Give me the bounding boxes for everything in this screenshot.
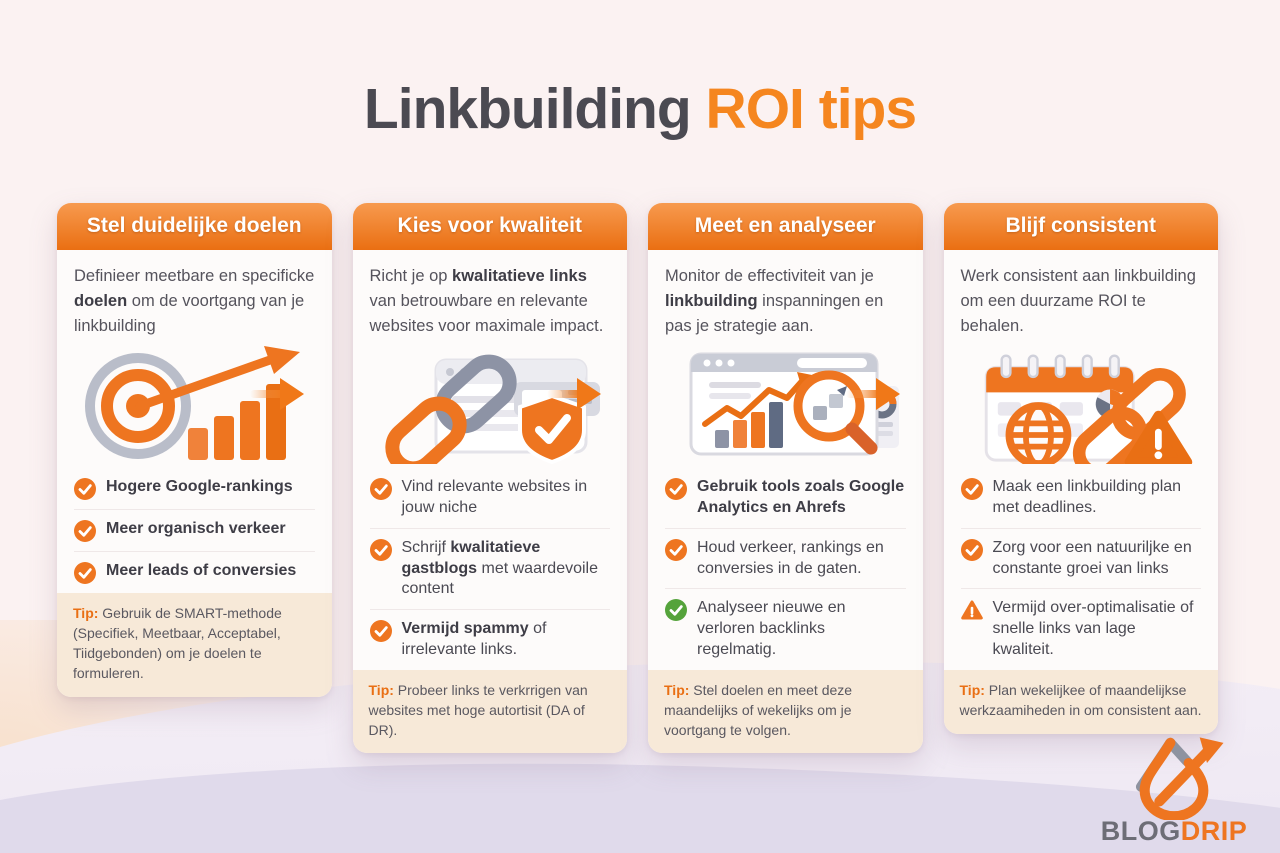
tip-label: Tip: — [368, 681, 394, 698]
checklist-item-text: Houd verkeer, rankings en conversies in … — [697, 538, 884, 577]
checklist-item: Meer organisch verkeer — [74, 509, 315, 551]
checklist-item: Zorg voor een natuuriljke en constante g… — [960, 527, 1201, 589]
checklist: Hogere Google-rankings Meer organisch ve… — [74, 468, 315, 593]
page-title: Linkbuilding ROI tips — [0, 76, 1280, 142]
card-meet-en-analyseer: Meet en analyseer Monitor de effectivite… — [648, 203, 923, 754]
checklist-item-text: Meer organisch verkeer — [106, 520, 286, 538]
analytics-browser-icon — [665, 344, 906, 466]
checklist-item-text: Zorg voor een natuuriljke en constante g… — [992, 538, 1192, 577]
checklist-item-text: Maak een linkbuilding plan met deadlines… — [992, 478, 1182, 517]
checklist-item: Maak een linkbuilding plan met deadlines… — [960, 468, 1202, 528]
flow-arrow-icon — [547, 378, 601, 410]
flow-arrow-icon — [250, 378, 304, 410]
tip-box: Tip: Plan wekelijkee of maandelijkse wer… — [943, 669, 1218, 734]
check-circle-icon — [369, 620, 392, 643]
logo-text-drip: DRIP — [1180, 816, 1248, 846]
card-description: Werk consistent aan linkbuilding om een … — [960, 267, 1196, 335]
checklist-item: Meer leads of conversies — [74, 551, 315, 593]
tip-text: Probeer links te verkrrigen van websites… — [368, 681, 588, 738]
card-body: Richt je op kwalitatieve links van betro… — [353, 250, 628, 670]
card-header: Blijf consistent — [943, 203, 1218, 250]
checklist-item-text: Schrijf kwalitatieve gastblogs met waard… — [401, 538, 599, 598]
card-description: Monitor de effectiviteit van je linkbuil… — [665, 267, 884, 335]
tip-box: Tip: Probeer links te verkrrigen van web… — [352, 669, 627, 754]
checklist-item: Analyseer nieuwe en verloren backlinks r… — [665, 588, 906, 669]
checklist-item: Schrijf kwalitatieve gastblogs met waard… — [369, 527, 610, 609]
blogdrip-logo-icon — [1135, 737, 1224, 820]
card-kies-voor-kwaliteit: Kies voor kwaliteit Richt je op kwalitat… — [352, 203, 628, 754]
check-circle-icon — [369, 478, 392, 501]
checklist-item-text: Vermijd spammy of irrelevante links. — [401, 620, 547, 659]
card-description: Definieer meetbare en specificke doelen … — [74, 267, 315, 335]
checklist-item: Vermijd over-optimalisatie of snelle lin… — [960, 588, 1201, 669]
checklist-item-text: Gebruik tools zoals Google Analytics en … — [697, 478, 905, 517]
check-circle-green-icon — [665, 599, 687, 622]
checklist-item-text: Vermijd over-optimalisatie of snelle lin… — [992, 599, 1194, 659]
blogdrip-logo: BLOGDRIP — [1094, 728, 1254, 847]
card-blijf-consistent: Blijf consistent Werk consistent aan lin… — [943, 203, 1219, 734]
logo-text-blog: BLOG — [1100, 816, 1181, 846]
tip-label: Tip: — [664, 681, 690, 698]
tip-box: Tip: Stel doelen en meet deze maandelijk… — [648, 669, 923, 754]
checklist-item: Vind relevante websites in jouw niche — [369, 468, 611, 528]
tip-text: Plan wekelijkee of maandelijkse werkzaam… — [959, 681, 1202, 718]
checklist-item-text: Analyseer nieuwe en verloren backlinks r… — [697, 599, 846, 659]
checklist-item-text: Hogere Google-rankings — [106, 478, 293, 496]
check-circle-icon — [960, 538, 983, 561]
check-circle-icon — [960, 478, 983, 501]
calendar-globe-chain-icon — [961, 344, 1202, 466]
cards-row: Stel duidelijke doelen Definieer meetbar… — [57, 203, 1219, 754]
card-header: Kies voor kwaliteit — [352, 203, 627, 250]
card-body: Definieer meetbare en specificke doelen … — [57, 250, 332, 593]
card-body: Werk consistent aan linkbuilding om een … — [944, 250, 1219, 670]
tip-text: Gebruik de SMART-methode (Specifiek, Mee… — [73, 605, 282, 681]
checklist-item: Hogere Google-rankings — [74, 468, 315, 509]
check-circle-icon — [74, 562, 96, 585]
checklist-item-text: Meer leads of conversies — [106, 562, 297, 580]
checklist-item: Vermijd spammy of irrelevante links. — [369, 609, 610, 670]
checklist: Maak een linkbuilding plan met deadlines… — [960, 468, 1202, 670]
check-circle-icon — [665, 478, 687, 501]
tip-text: Stel doelen en meet deze maandelijks of … — [664, 681, 853, 738]
card-description: Richt je op kwalitatieve links van betro… — [369, 267, 604, 335]
chain-shield-icon — [370, 344, 611, 466]
warning-triangle-icon — [960, 599, 983, 621]
tip-label: Tip: — [73, 605, 99, 622]
checklist: Gebruik tools zoals Google Analytics en … — [665, 468, 906, 670]
tip-box: Tip: Gebruik de SMART-methode (Specifiek… — [57, 593, 332, 697]
page-title-dark: Linkbuilding — [363, 77, 692, 141]
checklist-item: Gebruik tools zoals Google Analytics en … — [665, 468, 906, 528]
tip-label: Tip: — [959, 681, 985, 698]
flow-arrow-icon — [846, 378, 900, 410]
card-header: Stel duidelijke doelen — [57, 203, 332, 250]
check-circle-icon — [369, 538, 392, 561]
check-circle-icon — [74, 478, 96, 501]
checklist: Vind relevante websites in jouw niche Sc… — [369, 468, 611, 670]
blogdrip-logo-text: BLOGDRIP — [1094, 816, 1254, 847]
checklist-item-text: Vind relevante websites in jouw niche — [401, 478, 588, 517]
card-body: Monitor de effectiviteit van je linkbuil… — [648, 250, 923, 670]
check-circle-icon — [74, 520, 96, 543]
checklist-item: Houd verkeer, rankings en conversies in … — [665, 527, 906, 589]
page-title-accent: ROI tips — [690, 77, 918, 141]
target-growth-icon — [74, 344, 315, 466]
card-stel-duidelijke-doelen: Stel duidelijke doelen Definieer meetbar… — [57, 203, 332, 697]
check-circle-icon — [665, 538, 687, 561]
card-header: Meet en analyseer — [648, 203, 923, 250]
